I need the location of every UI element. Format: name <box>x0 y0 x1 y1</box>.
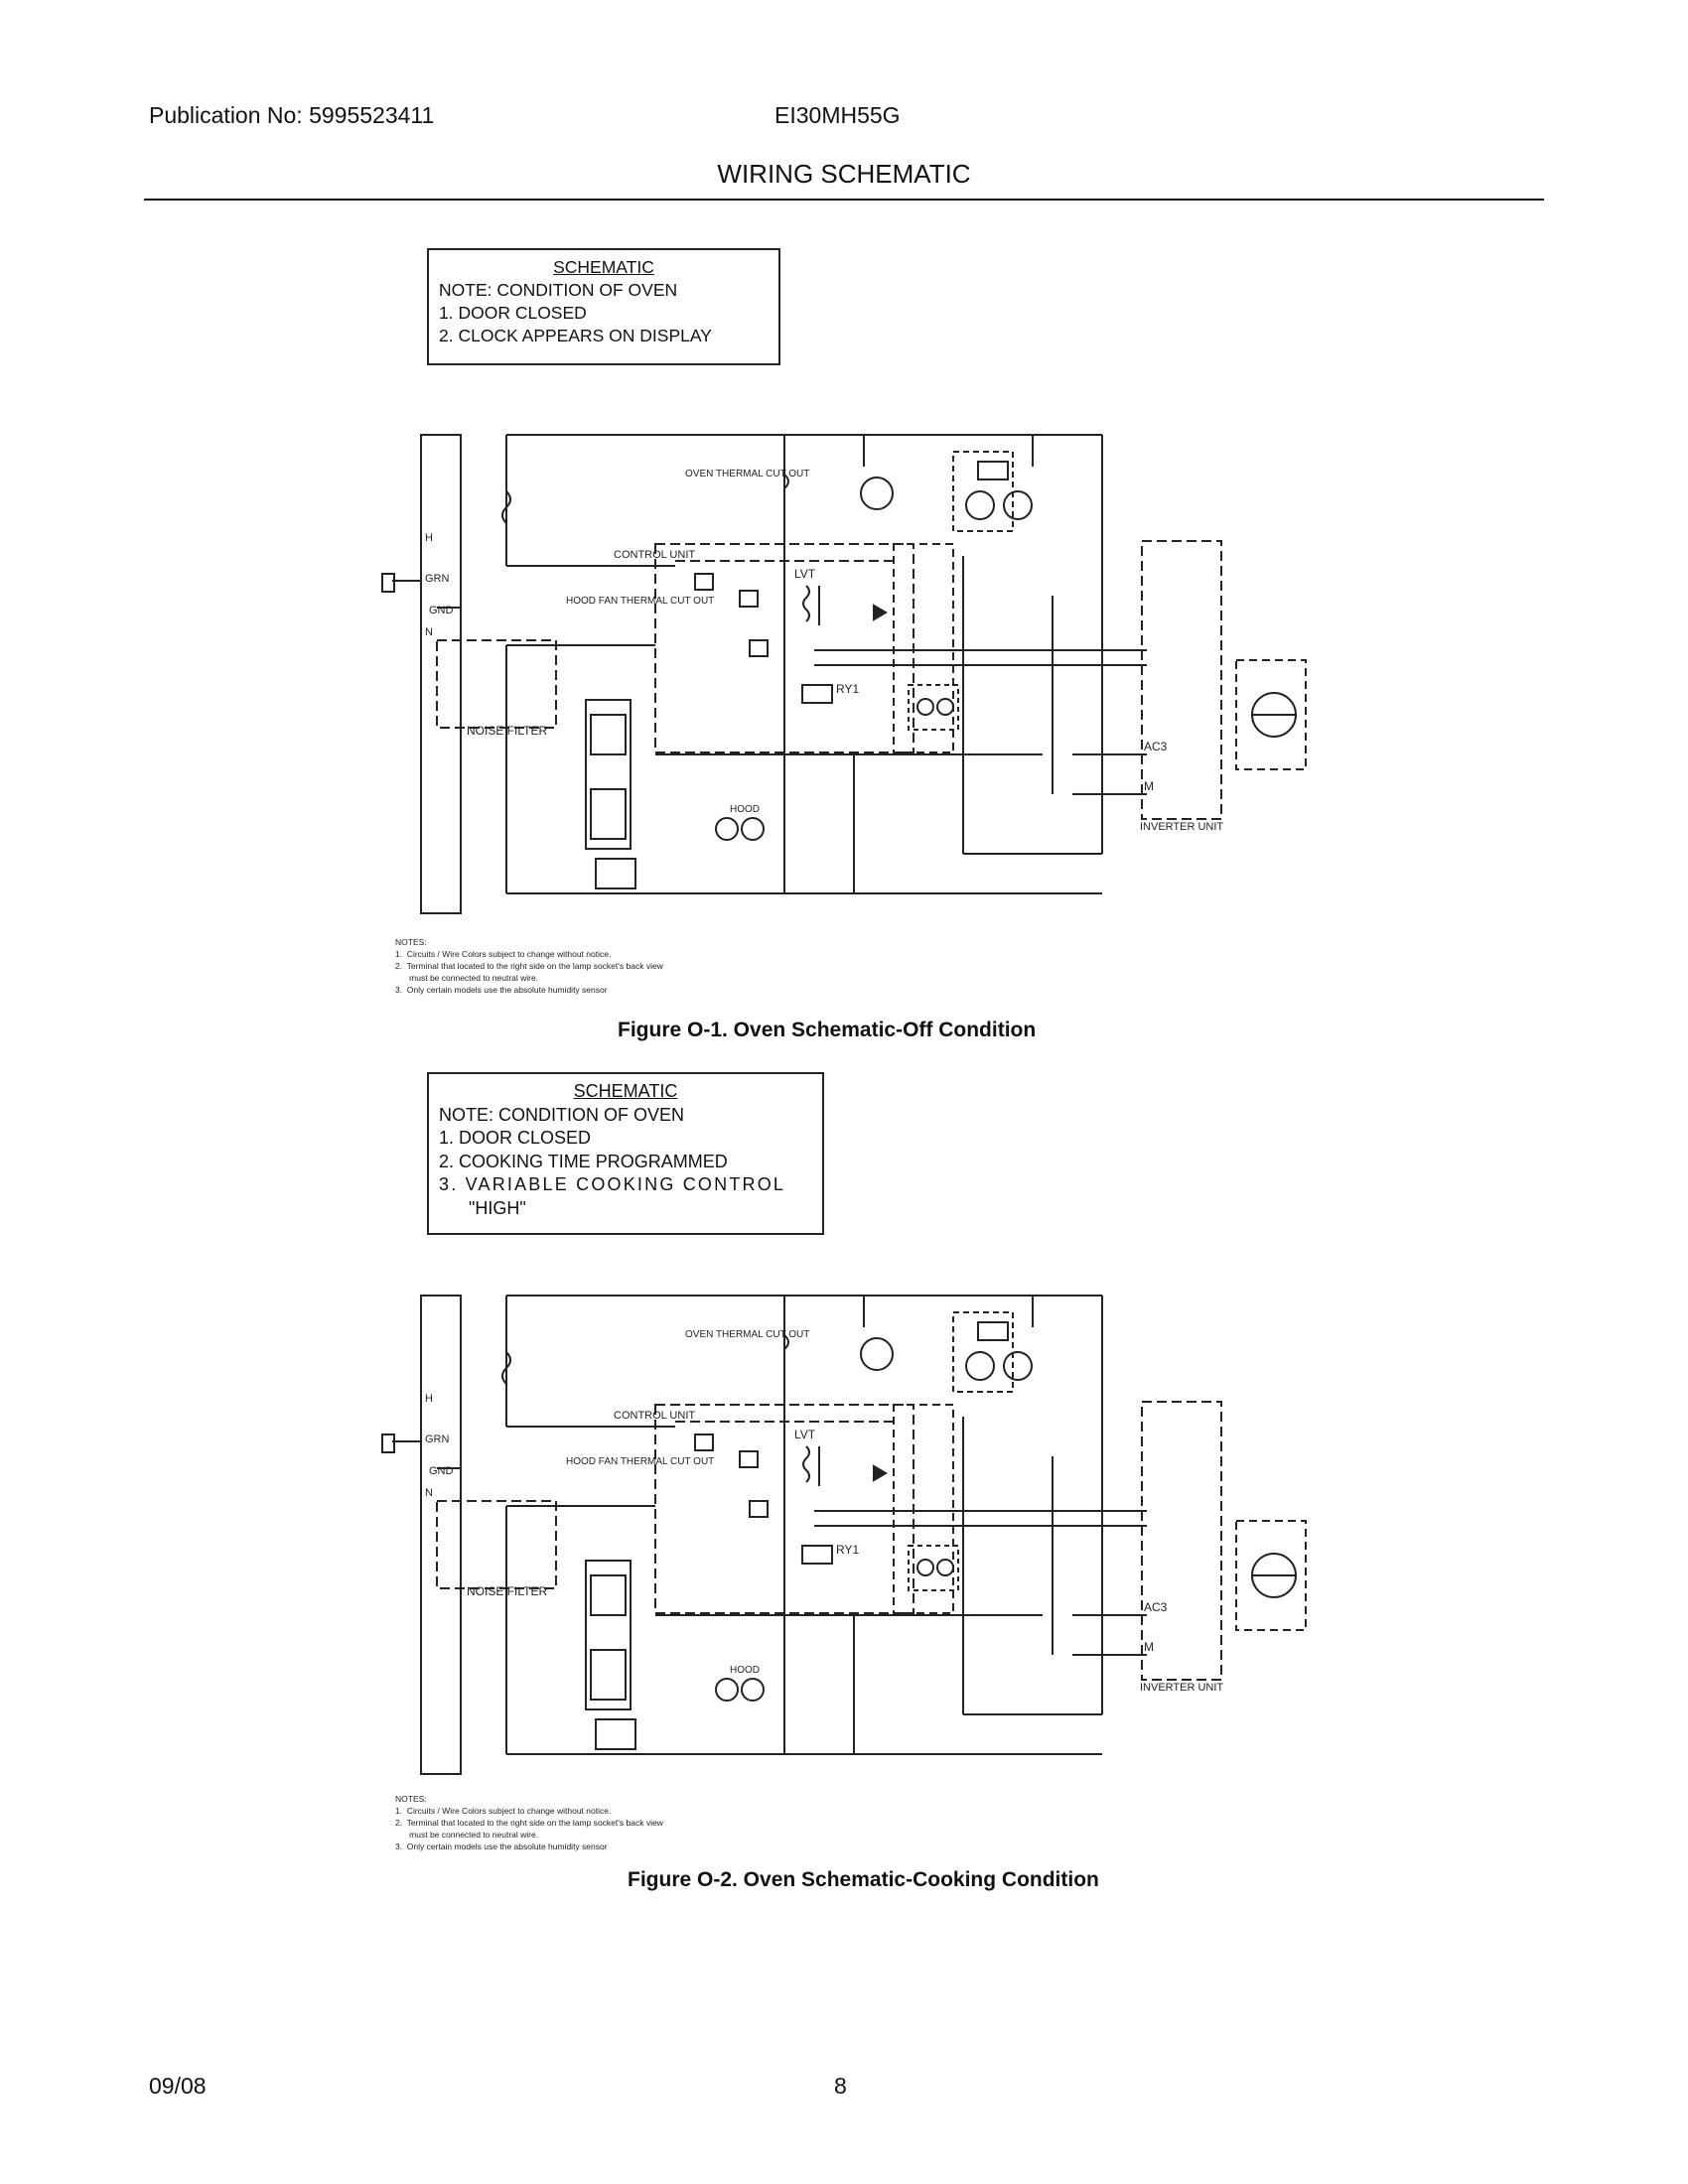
label-hood-fan-thermal-cut-out-1: HOOD FAN THERMAL CUT OUT <box>566 596 714 607</box>
notes-2: NOTES: 1. Circuits / Wire Colors subject… <box>395 1793 663 1852</box>
label-control-unit-1: CONTROL UNIT <box>614 549 695 561</box>
label-noise-filter-2: NOISE FILTER <box>467 1584 547 1598</box>
label-m-1: M <box>1144 779 1154 793</box>
control-unit-box-2 <box>654 1404 914 1614</box>
header-rule <box>144 199 1544 201</box>
label-hood-fan-thermal-cut-out-2: HOOD FAN THERMAL CUT OUT <box>566 1456 714 1467</box>
note-line: 1. Circuits / Wire Colors subject to cha… <box>395 949 612 959</box>
inverter-unit-box-2 <box>1141 1401 1222 1681</box>
note-line: must be connected to neutral wire. <box>395 1830 539 1840</box>
figure-caption-1: Figure O-1. Oven Schematic-Off Condition <box>618 1019 1037 1041</box>
noise-filter-box-1 <box>436 639 557 729</box>
box-item-1: 1. DOOR CLOSED <box>439 1128 592 1148</box>
supply-bar-2 <box>420 1295 462 1775</box>
note-line: 1. Circuits / Wire Colors subject to cha… <box>395 1806 612 1816</box>
box-heading: SCHEMATIC <box>553 257 654 277</box>
label-hood-1: HOOD <box>730 804 760 815</box>
notes-heading: NOTES: <box>395 1794 427 1804</box>
label-inverter-unit-2: INVERTER UNIT <box>1140 1682 1223 1694</box>
page-title: WIRING SCHEMATIC <box>717 159 971 189</box>
note-line: 3. Only certain models use the absolute … <box>395 985 608 995</box>
box-item-2: 2. COOKING TIME PROGRAMMED <box>439 1151 728 1171</box>
box-note: NOTE: CONDITION OF OVEN <box>439 280 678 300</box>
box-item-2: 2. CLOCK APPEARS ON DISPLAY <box>439 326 712 345</box>
supply-bar-1 <box>420 434 462 914</box>
label-lvt-2: LVT <box>794 1428 816 1441</box>
box-note: NOTE: CONDITION OF OVEN <box>439 1104 685 1125</box>
notes-heading: NOTES: <box>395 937 427 947</box>
label-n-2: N <box>425 1487 433 1499</box>
label-h-2: H <box>425 1393 433 1405</box>
note-line: 3. Only certain models use the absolute … <box>395 1842 608 1851</box>
label-ac3-2: AC3 <box>1144 1600 1168 1614</box>
box-item-3: 3. VARIABLE COOKING CONTROL <box>439 1174 786 1194</box>
label-ry1-1: RY1 <box>836 682 859 696</box>
box-item-3-cont: "HIGH" <box>439 1197 526 1218</box>
note-line: must be connected to neutral wire. <box>395 973 539 983</box>
notes-1: NOTES: 1. Circuits / Wire Colors subject… <box>395 936 663 996</box>
noise-filter-box-2 <box>436 1500 557 1589</box>
label-oven-thermal-cut-out-2: OVEN THERMAL CUT OUT <box>685 1329 809 1340</box>
schematic-condition-box-1: SCHEMATIC NOTE: CONDITION OF OVEN 1. DOO… <box>427 248 780 365</box>
publication-number: Publication No: 5995523411 <box>149 102 435 128</box>
figure-caption-2: Figure O-2. Oven Schematic-Cooking Condi… <box>628 1868 1099 1891</box>
schematic-condition-box-2: SCHEMATIC NOTE: CONDITION OF OVEN 1. DOO… <box>427 1072 824 1235</box>
label-grn-1: GRN <box>425 573 450 585</box>
footer-page-number: 8 <box>834 2073 847 2099</box>
note-line: 2. Terminal that located to the right si… <box>395 961 663 971</box>
label-grn-2: GRN <box>425 1433 450 1445</box>
label-ac3-1: AC3 <box>1144 740 1168 753</box>
label-n-1: N <box>425 626 433 638</box>
label-gnd-2: GND <box>429 1465 454 1477</box>
label-inverter-unit-1: INVERTER UNIT <box>1140 821 1223 833</box>
label-oven-thermal-cut-out-1: OVEN THERMAL CUT OUT <box>685 469 809 479</box>
label-hood-2: HOOD <box>730 1665 760 1676</box>
label-m-2: M <box>1144 1640 1154 1654</box>
footer-date: 09/08 <box>149 2073 207 2099</box>
label-ry1-2: RY1 <box>836 1543 859 1557</box>
box-item-1: 1. DOOR CLOSED <box>439 303 587 323</box>
box-heading: SCHEMATIC <box>573 1081 678 1101</box>
label-lvt-1: LVT <box>794 567 816 581</box>
model-number: EI30MH55G <box>774 102 901 128</box>
label-h-1: H <box>425 532 433 544</box>
label-control-unit-2: CONTROL UNIT <box>614 1410 695 1422</box>
inverter-unit-box-1 <box>1141 540 1222 820</box>
label-noise-filter-1: NOISE FILTER <box>467 724 547 738</box>
control-unit-box-1 <box>654 543 914 753</box>
note-line: 2. Terminal that located to the right si… <box>395 1818 663 1828</box>
label-gnd-1: GND <box>429 605 454 616</box>
